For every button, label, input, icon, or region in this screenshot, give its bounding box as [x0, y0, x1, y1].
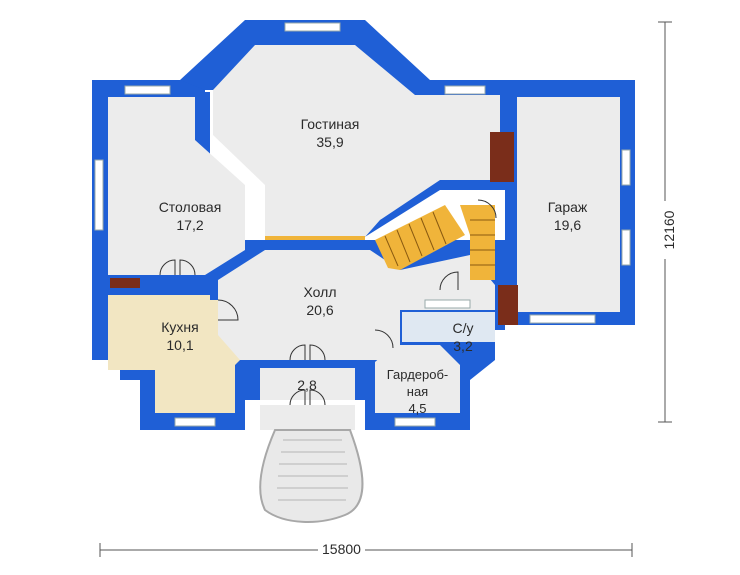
living-floor — [213, 45, 500, 237]
label-garage: Гараж 19,6 — [515, 198, 620, 234]
room-name: ная — [406, 384, 429, 399]
label-vestibule: 2,8 — [272, 376, 342, 394]
room-name: Кухня — [161, 319, 199, 335]
bath-floor — [402, 312, 495, 342]
living-hall-opening — [265, 236, 365, 240]
wardrobe-floor — [375, 345, 460, 413]
label-hall: Холл 20,6 — [270, 283, 370, 319]
room-area: 4,5 — [408, 401, 427, 416]
fireplace — [490, 132, 514, 182]
hall-floor — [218, 250, 495, 360]
vestibule-floor — [260, 368, 355, 400]
windows — [94, 22, 631, 427]
room-name: Гостиная — [300, 116, 360, 132]
room-area: 17,2 — [176, 217, 204, 233]
depth-dimension: 12160 — [661, 201, 677, 259]
label-kitchen: Кухня 10,1 — [130, 318, 230, 354]
dining-floor — [108, 97, 245, 275]
room-area: 35,9 — [316, 134, 344, 150]
room-name: Гараж — [547, 199, 588, 215]
room-name: Столовая — [158, 199, 222, 215]
entry-floor — [260, 405, 355, 430]
garage-floor — [517, 97, 620, 312]
label-living: Гостиная 35,9 — [275, 115, 385, 151]
room-area: 3,2 — [453, 338, 473, 354]
kitchen-floor — [108, 295, 240, 413]
room-area: 20,6 — [306, 302, 334, 318]
room-name: Холл — [303, 284, 337, 300]
doors — [159, 199, 497, 406]
entry-steps — [259, 429, 364, 523]
room-name: Гардероб- — [386, 367, 449, 382]
room-name: С/у — [452, 320, 474, 336]
vent-kitchen — [110, 278, 140, 288]
room-area: 2,8 — [297, 377, 317, 393]
room-floors — [108, 45, 620, 430]
label-wardrobe: Гардероб- ная 4,5 — [370, 366, 465, 417]
room-area: 19,6 — [553, 217, 582, 233]
room-area: 10,1 — [166, 337, 194, 353]
label-bath: С/у 3,2 — [428, 319, 498, 355]
vent-garage — [498, 285, 518, 325]
label-dining: Столовая 17,2 — [135, 198, 245, 234]
width-dimension: 15800 — [318, 541, 365, 557]
staircase — [375, 205, 495, 280]
